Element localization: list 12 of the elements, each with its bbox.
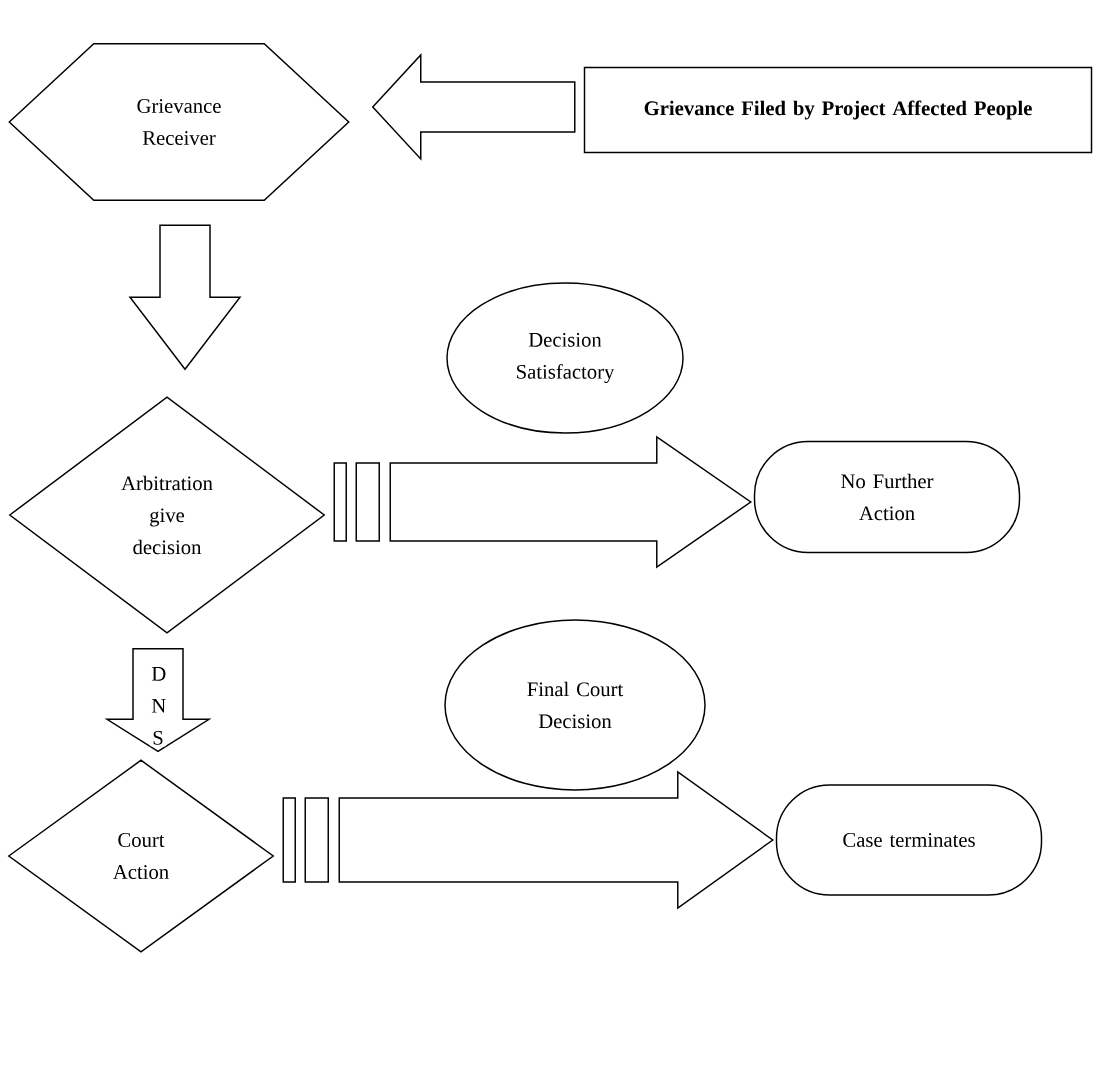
oval: Decision Satisfactory — [446, 282, 684, 434]
block-arrow — [389, 435, 753, 569]
block-arrow — [104, 648, 212, 753]
block-arrow — [371, 53, 576, 161]
block-arrow — [128, 224, 242, 371]
oval: Final Court Decision — [444, 619, 706, 791]
process-box: Grievance Filed by Project Affected People — [583, 66, 1093, 154]
edge-label: D N S — [150, 665, 166, 747]
process-hexagon: Grievance Receiver — [8, 43, 350, 201]
terminal-box: Case terminates — [775, 784, 1043, 896]
terminal-box: No Further Action — [753, 440, 1021, 554]
block-arrow — [338, 770, 775, 910]
